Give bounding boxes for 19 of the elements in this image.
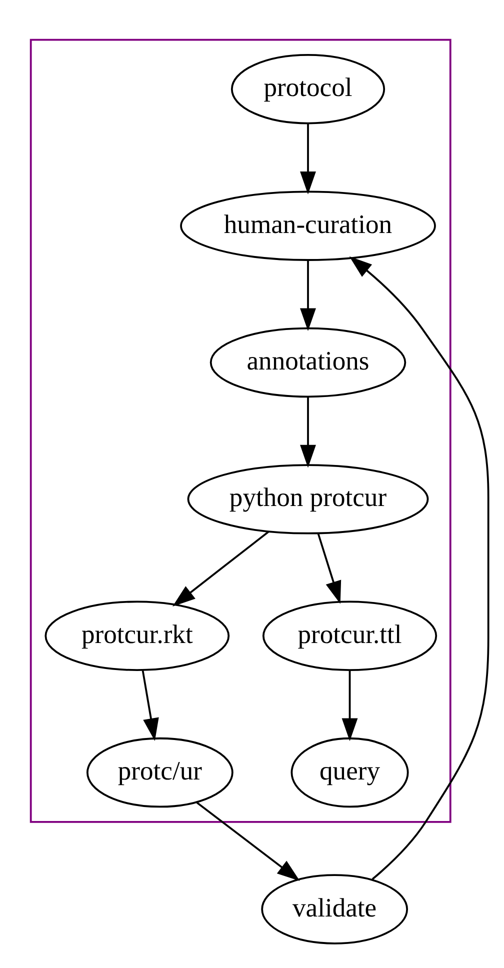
arrow xyxy=(142,670,159,742)
arrow xyxy=(300,260,316,332)
cluster xyxy=(30,38,452,823)
arrow xyxy=(342,670,358,742)
node-ellipse: annotations xyxy=(210,327,406,398)
node-ellipse: protocol xyxy=(230,54,386,124)
node-ellipse: protc/ur xyxy=(86,737,234,808)
arrow xyxy=(172,531,269,606)
arrow xyxy=(300,397,316,468)
node-ellipse: query xyxy=(290,737,409,808)
arrow xyxy=(349,256,490,880)
node-ellipse: protcur.ttl xyxy=(262,600,438,671)
arrow xyxy=(196,802,300,881)
arrow xyxy=(317,532,342,604)
node-ellipse: python protcur xyxy=(187,464,429,534)
node-ellipse: validate xyxy=(261,874,408,944)
arrow xyxy=(300,124,316,194)
node-ellipse: protcur.rkt xyxy=(44,600,230,671)
node-ellipse: human-curation xyxy=(180,190,436,261)
